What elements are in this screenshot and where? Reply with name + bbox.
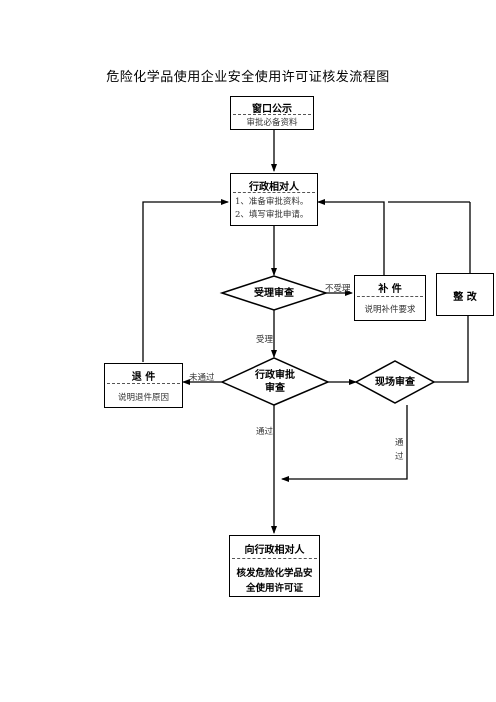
- rectify-label: 整 改: [453, 292, 477, 303]
- result-line-1: 核发危险化学品安: [236, 568, 313, 579]
- admin-review-line-2: 审查: [265, 383, 285, 394]
- window-notice-body: 审批必备资料: [246, 118, 298, 128]
- not-passed-label: 未通过: [189, 373, 215, 383]
- supplement-head: 补 件: [378, 284, 402, 295]
- admin-review-line-1: 行政审批: [255, 370, 295, 381]
- passed-vertical-2: 过: [395, 452, 404, 462]
- accept-review-diamond: [219, 275, 329, 311]
- passed-vertical-1: 通: [395, 438, 404, 448]
- site-review-label: 现场审查: [375, 377, 415, 388]
- applicant-head: 行政相对人: [249, 182, 299, 193]
- admin-review-diamond: [220, 357, 330, 406]
- applicant-step-1: 1、准备审批资料。: [235, 197, 309, 207]
- result-head: 向行政相对人: [244, 545, 305, 556]
- accept-review-label: 受理审查: [254, 288, 294, 299]
- return-doc-body: 说明退件原因: [117, 393, 169, 403]
- result-box: 向行政相对人 核发危险化学品安 全使用许可证: [229, 535, 320, 597]
- applicant-step-2: 2、填写审批申请。: [235, 210, 309, 220]
- applicant-box: 行政相对人 1、准备审批资料。 2、填写审批申请。: [230, 173, 318, 226]
- return-doc-head: 退 件: [131, 372, 156, 383]
- window-notice-box: 窗口公示 审批必备资料: [230, 96, 314, 130]
- not-accepted-label: 不受理: [325, 284, 351, 294]
- passed-label: 通过: [256, 427, 274, 437]
- return-doc-box: 退 件 说明退件原因: [104, 363, 183, 408]
- supplement-box: 补 件 说明补件要求: [354, 275, 426, 321]
- window-notice-head: 窗口公示: [252, 104, 292, 115]
- site-review-diamond: [354, 360, 436, 404]
- rectify-box: 整 改: [436, 273, 494, 316]
- page-title: 危险化学品使用企业安全使用许可证核发流程图: [106, 70, 390, 85]
- supplement-body: 说明补件要求: [364, 305, 416, 315]
- result-line-2: 全使用许可证: [245, 583, 303, 594]
- accepted-label: 受理: [256, 335, 274, 345]
